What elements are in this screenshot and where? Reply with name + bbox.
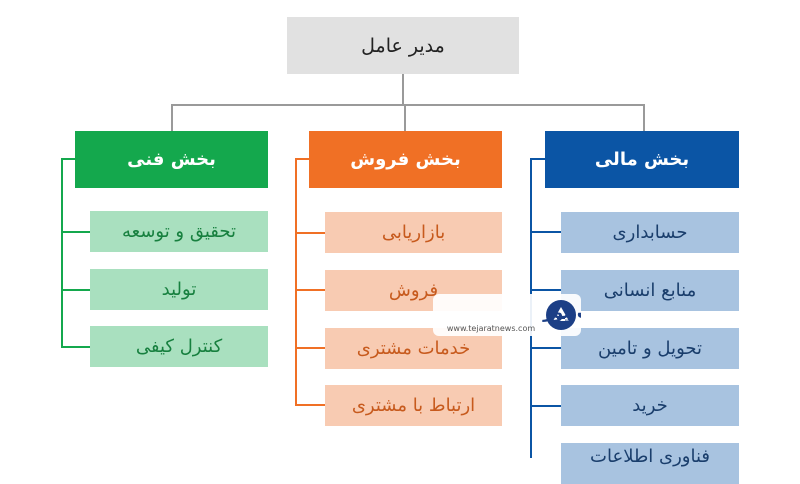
sales-department-header: بخش فروش (309, 131, 502, 188)
technical-branch-tick-2 (61, 289, 90, 291)
technical-item-production: تولید (90, 269, 268, 310)
finance-item-label: فناوری اطلاعات (590, 446, 710, 467)
sales-department-title: بخش فروش (350, 149, 461, 170)
technical-item-rnd: تحقیق و توسعه (90, 211, 268, 252)
finance-item-label: خرید (632, 395, 668, 416)
watermark-brand: تجارت‌نیوز (542, 303, 581, 323)
sales-branch-tick-4 (295, 404, 325, 406)
sales-branch-tick-1 (295, 232, 325, 234)
finance-item-purchasing: خرید (561, 385, 739, 426)
technical-item-label: تولید (161, 279, 197, 300)
sales-item-label: ارتباط با مشتری (351, 395, 476, 416)
finance-branch-stub (530, 158, 545, 160)
sales-item-label: فروش (388, 280, 439, 301)
technical-item-label: کنترل کیفی (135, 336, 223, 357)
technical-item-label: تحقیق و توسعه (121, 221, 237, 242)
technical-branch-line (61, 158, 63, 348)
finance-item-supply: تحویل و تامین (561, 328, 739, 369)
sales-drop-line (404, 104, 406, 131)
finance-item-accounting: حسابداری (561, 212, 739, 253)
watermark-url: www.tejaratnews.com (447, 324, 535, 333)
finance-item-hr: منابع انسانی (561, 270, 739, 311)
technical-department-title: بخش فنی (127, 149, 216, 170)
root-connector-horizontal (171, 104, 645, 106)
sales-item-customer-service: خدمات مشتری (325, 328, 502, 369)
finance-branch-tick-4 (530, 405, 561, 407)
ceo-label: مدیر عامل (361, 34, 445, 57)
finance-item-label: تحویل و تامین (598, 338, 702, 359)
finance-item-it: فناوری اطلاعات (561, 443, 739, 484)
finance-drop-line (643, 104, 645, 131)
ceo-node: مدیر عامل (287, 17, 519, 74)
finance-item-label: حسابداری (612, 222, 688, 243)
technical-drop-line (171, 104, 173, 131)
sales-branch-line (295, 158, 297, 406)
technical-item-quality-control: کنترل کیفی (90, 326, 268, 367)
technical-branch-stub (61, 158, 75, 160)
technical-branch-tick-1 (61, 231, 90, 233)
sales-item-label: خدمات مشتری (356, 338, 471, 359)
sales-branch-tick-3 (295, 347, 325, 349)
finance-department-title: بخش مالی (594, 149, 690, 170)
finance-item-label: منابع انسانی (603, 280, 697, 301)
tejaratnews-watermark-logo: تجارت‌نیوز www.tejaratnews.com (433, 294, 581, 336)
finance-branch-tick-2 (530, 289, 561, 291)
finance-branch-tick-1 (530, 231, 561, 233)
finance-branch-tick-3 (530, 347, 561, 349)
technical-department-header: بخش فنی (75, 131, 268, 188)
sales-item-customer-relations: ارتباط با مشتری (325, 385, 502, 426)
root-connector-vertical (402, 74, 404, 105)
finance-department-header: بخش مالی (545, 131, 739, 188)
technical-branch-tick-3 (61, 346, 90, 348)
sales-item-marketing: بازاریابی (325, 212, 502, 253)
sales-item-label: بازاریابی (381, 222, 446, 243)
sales-branch-stub (295, 158, 309, 160)
sales-branch-tick-2 (295, 289, 325, 291)
